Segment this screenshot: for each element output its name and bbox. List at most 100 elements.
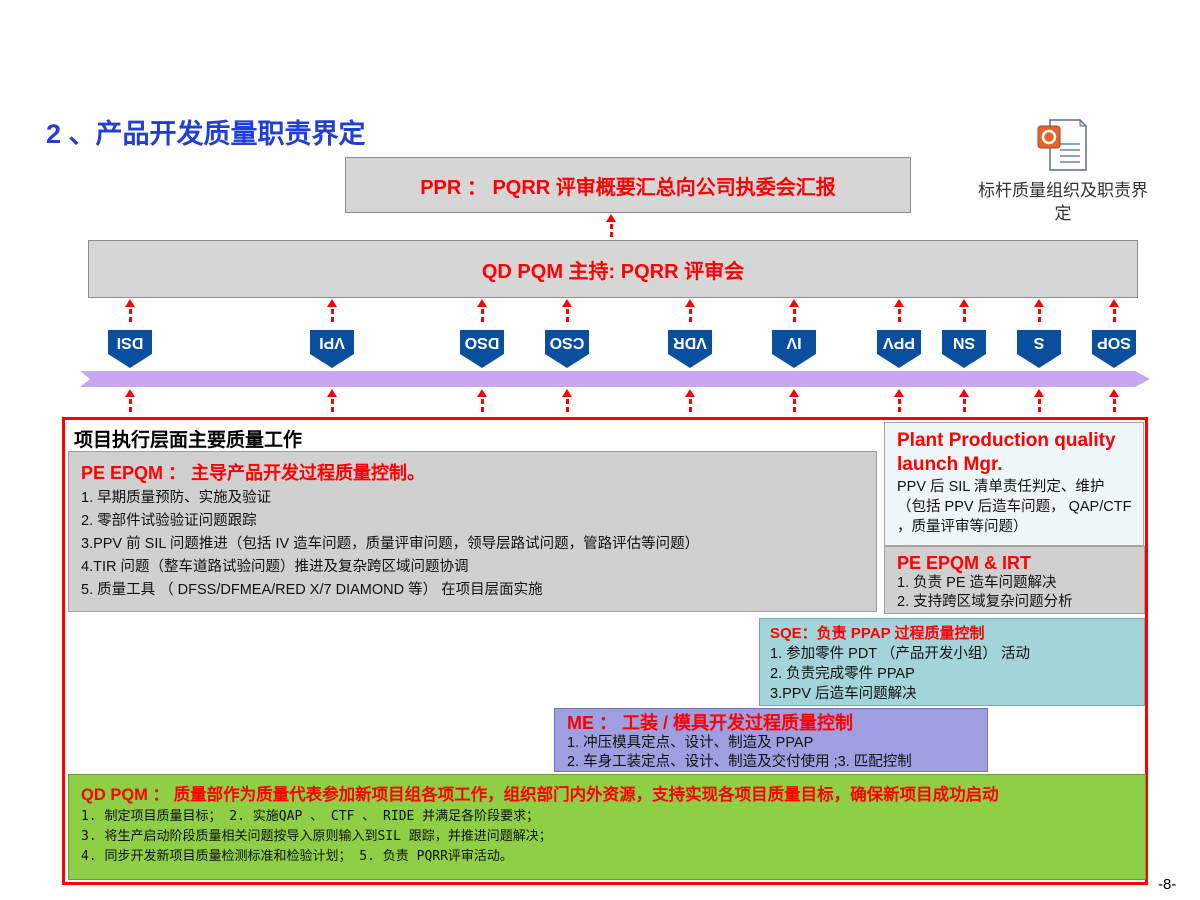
- qd-pqm-item: 1. 制定项目质量目标； 2. 实施QAP 、 CTF 、 RIDE 并满足各阶…: [81, 809, 540, 824]
- dash-segment: [129, 309, 132, 314]
- sqe-item: 1. 参加零件 PDT （产品开发小组） 活动: [770, 646, 1030, 662]
- section-title: 项目执行层面主要质量工作: [74, 430, 303, 451]
- milestone-iv: IV: [772, 330, 816, 354]
- arrowhead: [959, 389, 969, 397]
- milestone-pointer: [108, 354, 152, 368]
- me-item: 1. 冲压模具定点、设计、制造及 PPAP: [567, 735, 814, 751]
- milestone-dsi: DSI: [108, 330, 152, 354]
- qd-pqm-review-box: QD PQM 主持: PQRR 评审会: [88, 240, 1138, 298]
- dash-segment: [481, 399, 484, 404]
- milestone-dso: DSO: [460, 330, 504, 354]
- milestone-pointer: [545, 354, 589, 368]
- milestone-pointer: [772, 354, 816, 368]
- plant-launch-box: Plant Production quality launch Mgr. PPV…: [884, 422, 1144, 546]
- arrowhead: [477, 299, 487, 307]
- dash-segment: [331, 309, 334, 314]
- sqe-item: 2. 负责完成零件 PPAP: [770, 666, 915, 682]
- dash-segment: [129, 399, 132, 404]
- dash-segment: [331, 399, 334, 404]
- plant-launch-heading: Plant Production quality launch Mgr.: [897, 430, 1116, 475]
- sqe-heading: SQE：负责 PPAP 过程质量控制: [770, 625, 985, 642]
- arrowhead: [125, 299, 135, 307]
- qd-pqm-box: QD PQM ： 质量部作为质量代表参加新项目组各项工作，组织部门内外资源，支持…: [68, 774, 1146, 880]
- dash-segment: [793, 407, 796, 412]
- dash-segment: [689, 399, 692, 404]
- arrowhead: [327, 299, 337, 307]
- milestone-pointer: [1092, 354, 1136, 368]
- arrowhead: [606, 214, 616, 222]
- arrowhead: [959, 299, 969, 307]
- arrowhead: [562, 389, 572, 397]
- sqe-box: SQE：负责 PPAP 过程质量控制 1. 参加零件 PDT （产品开发小组） …: [759, 618, 1145, 706]
- milestone-pointer: [877, 354, 921, 368]
- milestone-cso: CSO: [545, 330, 589, 354]
- project-execution-frame: [62, 417, 1148, 885]
- milestone-ppv: PPV: [877, 330, 921, 354]
- qd-pqm-item: 3. 将生产启动阶段质量相关问题按导入原则输入到SIL 跟踪，并推进问题解决；: [81, 829, 552, 844]
- arrowhead: [1109, 299, 1119, 307]
- arrowhead: [562, 299, 572, 307]
- dash-segment: [898, 399, 901, 404]
- arrowhead: [789, 389, 799, 397]
- dash-segment: [1113, 407, 1116, 412]
- pe-irt-item: 2. 支持跨区域复杂问题分析: [897, 594, 1073, 610]
- dash-segment: [331, 317, 334, 322]
- me-item: 2. 车身工装定点、设计、制造及交付使用 ;3. 匹配控制: [567, 754, 912, 770]
- arrowhead: [477, 389, 487, 397]
- dash-segment: [689, 309, 692, 314]
- dash-segment: [129, 407, 132, 412]
- arrowhead: [1034, 299, 1044, 307]
- milestone-vdr: VDR: [668, 330, 712, 354]
- dash-segment: [1038, 407, 1041, 412]
- pe-epqm-item: 1. 早期质量预防、实施及验证: [81, 490, 272, 506]
- document-caption: 标杆质量组织及职责界定: [978, 181, 1148, 224]
- milestone-sop: SOP: [1092, 330, 1136, 354]
- dash-segment: [689, 407, 692, 412]
- dash-segment: [566, 317, 569, 322]
- dash-segment: [793, 317, 796, 322]
- dash-segment: [793, 309, 796, 314]
- milestone-s: S: [1017, 330, 1061, 354]
- arrowhead: [894, 299, 904, 307]
- pe-epqm-heading: PE EPQM ： 主导产品开发过程质量控制。: [81, 463, 426, 483]
- arrowhead: [685, 389, 695, 397]
- arrowhead: [1109, 389, 1119, 397]
- dash-segment: [898, 309, 901, 314]
- dash-segment: [1113, 399, 1116, 404]
- dash-segment: [1038, 399, 1041, 404]
- plant-launch-body: PPV 后 SIL 清单责任判定、维护（包括 PPV 后造车问题， QAP/CT…: [897, 479, 1132, 535]
- pe-irt-box: PE EPQM & IRT 1. 负责 PE 造车问题解决 2. 支持跨区域复杂…: [884, 546, 1145, 614]
- arrowhead: [789, 299, 799, 307]
- arrowhead: [125, 389, 135, 397]
- document-icon[interactable]: [1036, 118, 1088, 172]
- dash-segment: [566, 407, 569, 412]
- page-number: -8-: [1158, 876, 1177, 893]
- dash-segment: [898, 407, 901, 412]
- qd-pqm-heading: QD PQM ： 质量部作为质量代表参加新项目组各项工作，组织部门内外资源，支持…: [81, 786, 999, 804]
- dash-segment: [1038, 317, 1041, 322]
- pe-irt-heading: PE EPQM & IRT: [897, 553, 1032, 573]
- dash-segment: [963, 399, 966, 404]
- pe-epqm-item: 5. 质量工具 （ DFSS/DFMEA/RED X/7 DIAMOND 等） …: [81, 582, 543, 598]
- me-heading: ME ： 工装 / 模具开发过程质量控制: [567, 713, 854, 733]
- milestone-pointer: [1017, 354, 1061, 368]
- dash-segment: [1113, 309, 1116, 314]
- dash-segment: [331, 407, 334, 412]
- dash-segment: [481, 317, 484, 322]
- dash-segment: [610, 232, 613, 237]
- milestone-pointer: [460, 354, 504, 368]
- milestone-vpi: VPI: [310, 330, 354, 354]
- dash-segment: [1038, 309, 1041, 314]
- dash-segment: [689, 317, 692, 322]
- pe-epqm-item: 2. 零部件试验验证问题跟踪: [81, 513, 257, 529]
- milestone-pointer: [310, 354, 354, 368]
- timeline-arrow: [80, 371, 1150, 387]
- dash-segment: [481, 309, 484, 314]
- dash-segment: [1113, 317, 1116, 322]
- slide-title: 2 、产品开发质量职责界定: [46, 119, 366, 149]
- me-box: ME ： 工装 / 模具开发过程质量控制 1. 冲压模具定点、设计、制造及 PP…: [554, 708, 988, 772]
- dash-segment: [963, 317, 966, 322]
- arrowhead: [1034, 389, 1044, 397]
- milestone-pointer: [942, 354, 986, 368]
- arrowhead: [327, 389, 337, 397]
